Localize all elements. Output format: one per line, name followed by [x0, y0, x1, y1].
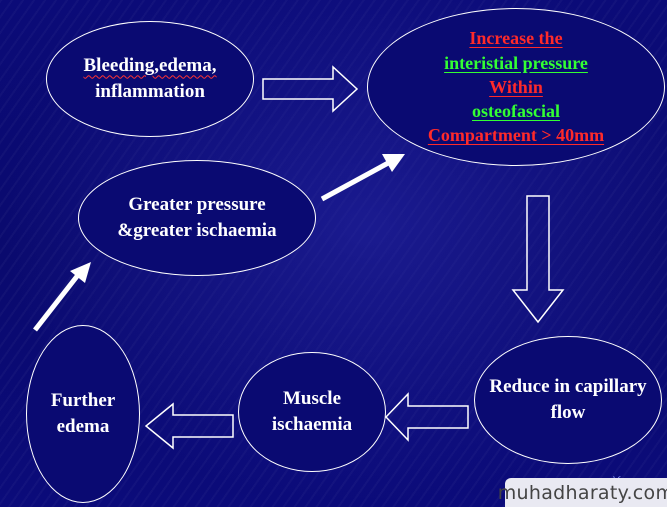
line-arrow-head-2: [382, 154, 405, 172]
node-pressure-line2: Within osteofascial: [472, 76, 560, 122]
node-edema-line1: Further: [50, 390, 116, 412]
node-edema-line2: edema: [56, 416, 110, 437]
node-muscle-line1: Muscle: [282, 388, 342, 410]
block-arrow-left-1: [384, 392, 469, 442]
node-greater-line2: &greater ischaemia: [117, 220, 277, 241]
node-pressure-line3: Compartment > 40mm: [427, 125, 605, 146]
node-bleeding-edema: Bleeding,edema, inflammation: [46, 21, 254, 137]
line-arrow-up-1: [33, 273, 80, 332]
line-arrow-head-1: [70, 262, 91, 283]
watermark-logo: muhadharaty.com: [498, 478, 667, 507]
node-interstitial-pressure: Increase the interistial pressure Within…: [367, 8, 665, 166]
node-bleeding-line2: inflammation: [95, 81, 205, 102]
node-bleeding-line1: Bleeding,edema,: [83, 55, 217, 77]
node-muscle-ischaemia: Muscle ischaemia: [238, 352, 386, 472]
node-greater-pressure: Greater pressure &greater ischaemia: [78, 160, 316, 276]
block-arrow-down: [511, 195, 565, 324]
node-greater-line1: Greater pressure: [128, 194, 266, 216]
block-arrow-right: [262, 65, 359, 113]
node-further-edema: Further edema: [26, 325, 140, 503]
node-capillary-line2: flow: [550, 402, 586, 423]
node-muscle-line2: ischaemia: [271, 414, 353, 435]
node-reduce-capillary-flow: Reduce in capillary flow: [474, 336, 662, 464]
line-arrow-up-2: [320, 159, 392, 202]
node-capillary-line1: Reduce in capillary: [489, 376, 647, 398]
node-pressure-line1: Increase the interistial pressure: [444, 28, 588, 73]
block-arrow-left-2: [144, 402, 234, 450]
